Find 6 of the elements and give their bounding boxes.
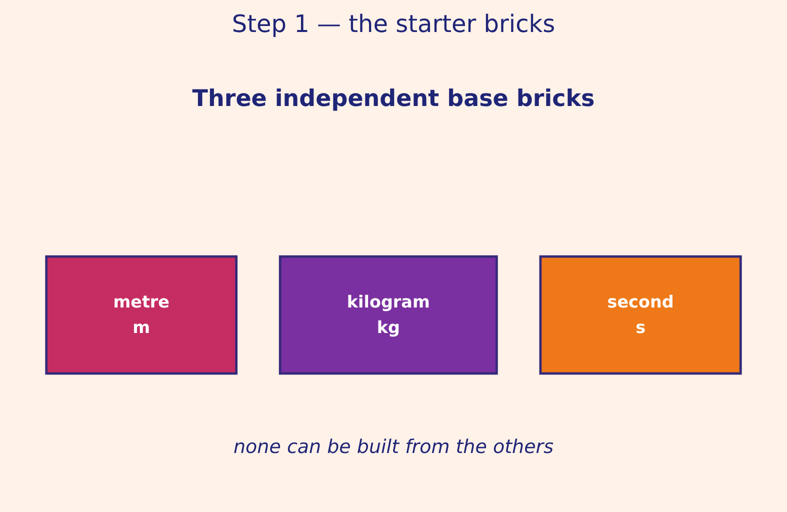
unit-brick: metre m — [45, 255, 238, 375]
caption: none can be built from the others — [234, 436, 554, 458]
diagram-title: Step 1 — the starter bricks — [232, 10, 556, 38]
unit-brick: kilogram kg — [278, 255, 498, 375]
subtitle: Three independent base bricks — [192, 86, 595, 112]
unit-brick: second s — [539, 255, 742, 375]
